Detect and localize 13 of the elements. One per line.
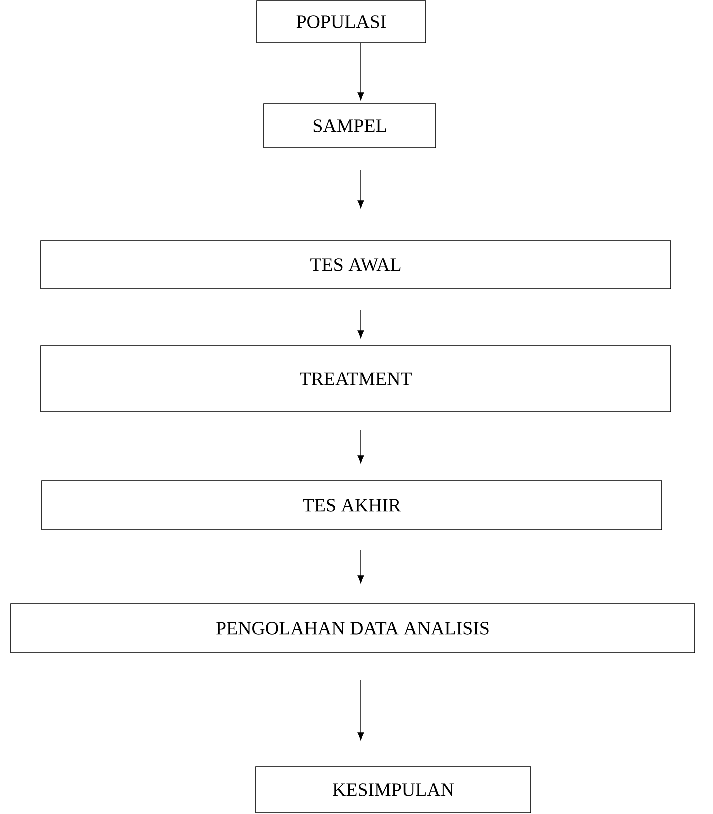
process-box: TES AWAL	[40, 240, 672, 290]
process-box: TREATMENT	[40, 346, 672, 412]
process-box: KESIMPULAN	[256, 766, 532, 814]
process-box: POPULASI	[256, 0, 426, 44]
arrow	[358, 310, 364, 339]
process-box: SAMPEL	[264, 104, 436, 148]
arrow	[358, 170, 364, 209]
arrow	[358, 550, 364, 584]
process-box: TES AKHIR	[42, 480, 662, 530]
arrow	[358, 680, 364, 741]
process-box: PENGOLAHAN DATA ANALISIS	[10, 604, 696, 654]
arrow	[358, 43, 364, 101]
arrow	[358, 430, 364, 464]
